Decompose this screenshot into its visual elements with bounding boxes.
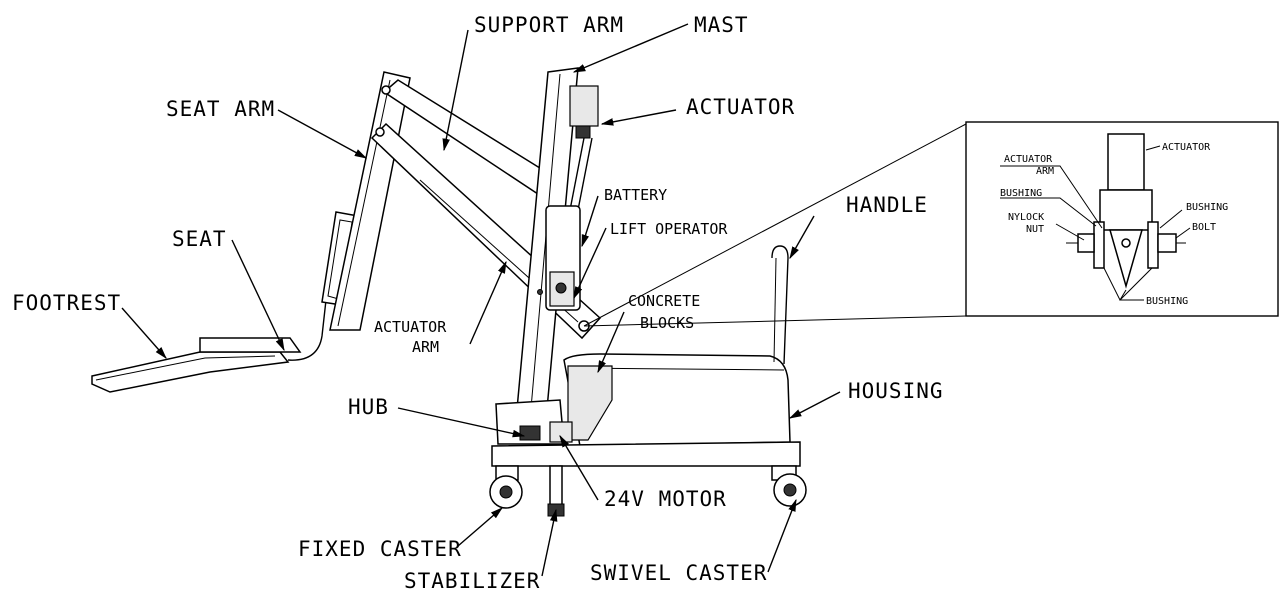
label-seat: SEAT — [172, 227, 227, 251]
label-handle: HANDLE — [846, 193, 928, 217]
label-lift-operator: LIFT OPERATOR — [610, 220, 728, 238]
label-seat-arm: SEAT ARM — [166, 97, 275, 121]
detail-label-actuator: ACTUATOR — [1162, 142, 1211, 153]
label-concrete: CONCRETE — [628, 292, 700, 310]
label-hub: HUB — [348, 395, 389, 419]
support-arm-shape — [382, 79, 557, 208]
actuator-shape — [569, 85, 599, 211]
seat-frame — [287, 295, 339, 361]
label-housing: HOUSING — [848, 379, 944, 403]
label-swivel-caster: SWIVEL CASTER — [590, 561, 767, 585]
label-blocks: BLOCKS — [640, 314, 694, 332]
label-mast: MAST — [694, 13, 749, 37]
label-fixed-caster: FIXED CASTER — [298, 537, 462, 561]
detail-label-bushing-bottom: BUSHING — [1146, 296, 1188, 307]
fixed-caster-shape — [489, 465, 523, 509]
seat-shape — [199, 337, 302, 353]
label-actuator-arm-2: ARM — [412, 338, 439, 356]
detail-label-nylock: NYLOCK — [1008, 212, 1044, 223]
lift-machine — [91, 67, 807, 517]
battery-box — [537, 205, 581, 311]
labels: SUPPORT ARM MAST SEAT ARM ACTUATOR BATTE… — [12, 13, 944, 592]
label-actuator-arm-1: ACTUATOR — [374, 318, 447, 336]
swivel-caster-shape — [771, 465, 807, 507]
detail-inset: ACTUATOR ACTUATOR ARM BUSHING BUSHING NY… — [965, 121, 1279, 317]
label-battery: BATTERY — [604, 186, 667, 204]
housing-shape — [563, 353, 791, 447]
detail-label-bushing-right: BUSHING — [1186, 202, 1228, 213]
detail-label-actuator-arm-1: ACTUATOR — [1004, 154, 1053, 165]
seat-arm-panel — [329, 71, 411, 331]
label-motor: 24V MOTOR — [604, 487, 727, 511]
label-stabilizer: STABILIZER — [404, 569, 540, 592]
leader-lines — [121, 23, 967, 577]
detail-label-bushing-left: BUSHING — [1000, 188, 1042, 199]
footrest-shape — [91, 351, 290, 393]
detail-label-nut: NUT — [1026, 224, 1044, 235]
label-footrest: FOOTREST — [12, 291, 121, 315]
stabilizer-shape — [547, 465, 565, 517]
label-actuator: ACTUATOR — [686, 95, 795, 119]
base-shape — [491, 441, 801, 467]
label-support-arm: SUPPORT ARM — [474, 13, 624, 37]
handle-shape — [771, 245, 789, 365]
detail-label-actuator-arm-2: ARM — [1036, 166, 1054, 177]
detail-label-bolt: BOLT — [1192, 222, 1216, 233]
